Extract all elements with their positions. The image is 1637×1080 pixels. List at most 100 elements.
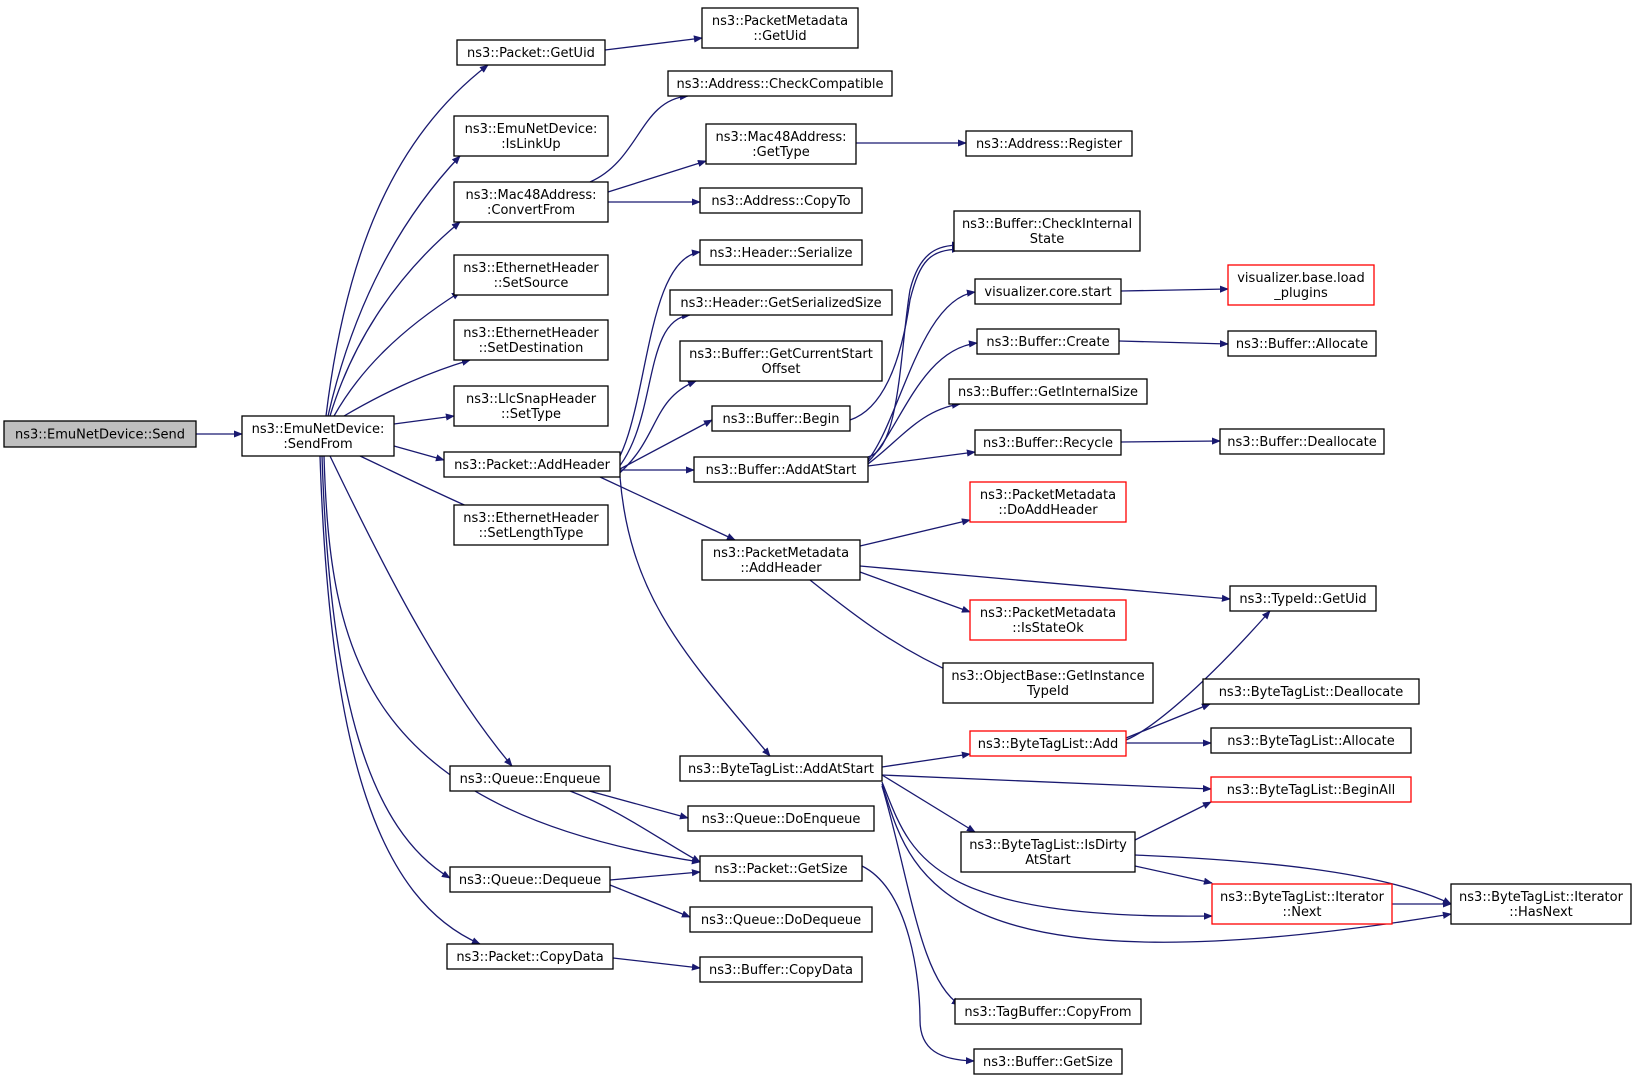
node-setsource[interactable]: ns3::EthernetHeader::SetSource bbox=[453, 254, 609, 296]
node-typeid-getuid[interactable]: ns3::TypeId::GetUid bbox=[1229, 585, 1377, 612]
node-dequeue[interactable]: ns3::Queue::Dequeue bbox=[449, 866, 611, 893]
node-addheader[interactable]: ns3::Packet::AddHeader bbox=[443, 451, 621, 478]
node-vis-start[interactable]: visualizer.core.start bbox=[974, 278, 1122, 305]
node-box[interactable] bbox=[689, 906, 873, 933]
node-pm-getuid[interactable]: ns3::PacketMetadata::GetUid bbox=[701, 7, 859, 49]
node-box[interactable] bbox=[687, 805, 875, 832]
node-box[interactable] bbox=[679, 755, 883, 782]
node-pkt-getuid[interactable]: ns3::Packet::GetUid bbox=[456, 39, 606, 66]
node-btl-iter-hasnext[interactable]: ns3::ByteTagList::Iterator::HasNext bbox=[1450, 883, 1632, 925]
node-box[interactable] bbox=[699, 187, 863, 214]
node-box[interactable] bbox=[1227, 264, 1375, 306]
node-box[interactable] bbox=[960, 831, 1136, 873]
node-tagbuf-copyfrom[interactable]: ns3::TagBuffer::CopyFrom bbox=[954, 998, 1142, 1025]
node-buf-begin[interactable]: ns3::Buffer::Begin bbox=[711, 405, 851, 432]
node-box[interactable] bbox=[3, 420, 197, 448]
node-addr-register[interactable]: ns3::Address::Register bbox=[965, 130, 1133, 157]
node-mac-gettype[interactable]: ns3::Mac48Address::GetType bbox=[705, 123, 857, 165]
node-box[interactable] bbox=[449, 866, 611, 893]
node-send[interactable]: ns3::EmuNetDevice::Send bbox=[3, 420, 197, 448]
node-box[interactable] bbox=[711, 405, 851, 432]
node-isLinkUp[interactable]: ns3::EmuNetDevice::IsLinkUp bbox=[453, 115, 609, 157]
node-box[interactable] bbox=[1211, 883, 1393, 925]
node-q-doenqueue[interactable]: ns3::Queue::DoEnqueue bbox=[687, 805, 875, 832]
node-sendfrom[interactable]: ns3::EmuNetDevice::SendFrom bbox=[241, 415, 395, 457]
node-enqueue[interactable]: ns3::Queue::Enqueue bbox=[449, 765, 611, 792]
node-box[interactable] bbox=[669, 289, 893, 316]
node-box[interactable] bbox=[453, 385, 609, 427]
node-btl-allocate[interactable]: ns3::ByteTagList::Allocate bbox=[1210, 727, 1412, 754]
node-pkt-getsize[interactable]: ns3::Packet::GetSize bbox=[699, 855, 863, 882]
node-btl-iter-next[interactable]: ns3::ByteTagList::Iterator::Next bbox=[1211, 883, 1393, 925]
node-pm-isstateok[interactable]: ns3::PacketMetadata::IsStateOk bbox=[969, 599, 1127, 641]
node-box[interactable] bbox=[942, 662, 1154, 704]
node-buf-deallocate[interactable]: ns3::Buffer::Deallocate bbox=[1219, 428, 1385, 455]
node-box[interactable] bbox=[974, 278, 1122, 305]
node-pm-doaddheader[interactable]: ns3::PacketMetadata::DoAddHeader bbox=[969, 481, 1127, 523]
node-box[interactable] bbox=[1450, 883, 1632, 925]
node-copydata[interactable]: ns3::Packet::CopyData bbox=[446, 943, 614, 970]
node-box[interactable] bbox=[446, 943, 614, 970]
node-box[interactable] bbox=[953, 210, 1141, 252]
node-box[interactable] bbox=[1229, 585, 1377, 612]
node-box[interactable] bbox=[701, 7, 859, 49]
node-box[interactable] bbox=[1210, 776, 1412, 803]
node-q-dodequeue[interactable]: ns3::Queue::DoDequeue bbox=[689, 906, 873, 933]
node-box[interactable] bbox=[241, 415, 395, 457]
node-box[interactable] bbox=[948, 378, 1148, 405]
node-box[interactable] bbox=[965, 130, 1133, 157]
node-checkcompat[interactable]: ns3::Address::CheckCompatible bbox=[667, 70, 893, 97]
node-box[interactable] bbox=[969, 599, 1127, 641]
node-buf-getsize[interactable]: ns3::Buffer::GetSize bbox=[973, 1048, 1123, 1075]
node-llcsettype[interactable]: ns3::LlcSnapHeader::SetType bbox=[453, 385, 609, 427]
node-addr-copyto[interactable]: ns3::Address::CopyTo bbox=[699, 187, 863, 214]
node-convertfrom[interactable]: ns3::Mac48Address::ConvertFrom bbox=[453, 181, 609, 223]
node-box[interactable] bbox=[667, 70, 893, 97]
node-box[interactable] bbox=[453, 115, 609, 157]
node-box[interactable] bbox=[974, 429, 1122, 456]
node-box[interactable] bbox=[693, 456, 869, 483]
node-box[interactable] bbox=[701, 539, 861, 581]
node-box[interactable] bbox=[699, 855, 863, 882]
node-box[interactable] bbox=[1202, 678, 1420, 705]
node-box[interactable] bbox=[954, 998, 1142, 1025]
node-pm-addheader[interactable]: ns3::PacketMetadata::AddHeader bbox=[701, 539, 861, 581]
node-btl-beginall[interactable]: ns3::ByteTagList::BeginAll bbox=[1210, 776, 1412, 803]
node-setlentype[interactable]: ns3::EthernetHeader::SetLengthType bbox=[453, 504, 609, 546]
node-box[interactable] bbox=[453, 254, 609, 296]
node-btl-add[interactable]: ns3::ByteTagList::Add bbox=[969, 730, 1127, 757]
node-buf-recycle[interactable]: ns3::Buffer::Recycle bbox=[974, 429, 1122, 456]
node-vis-loadplugins[interactable]: visualizer.base.load_plugins bbox=[1227, 264, 1375, 306]
node-box[interactable] bbox=[699, 956, 863, 983]
node-box[interactable] bbox=[443, 451, 621, 478]
node-buf-addatstart[interactable]: ns3::Buffer::AddAtStart bbox=[693, 456, 869, 483]
node-buf-create[interactable]: ns3::Buffer::Create bbox=[976, 328, 1120, 355]
node-hdr-serialize[interactable]: ns3::Header::Serialize bbox=[699, 239, 863, 266]
node-box[interactable] bbox=[456, 39, 606, 66]
node-buf-getinternalsize[interactable]: ns3::Buffer::GetInternalSize bbox=[948, 378, 1148, 405]
node-buf-allocate[interactable]: ns3::Buffer::Allocate bbox=[1227, 330, 1377, 357]
node-box[interactable] bbox=[1210, 727, 1412, 754]
node-box[interactable] bbox=[699, 239, 863, 266]
node-box[interactable] bbox=[976, 328, 1120, 355]
node-box[interactable] bbox=[453, 504, 609, 546]
node-btl-addatstart[interactable]: ns3::ByteTagList::AddAtStart bbox=[679, 755, 883, 782]
node-box[interactable] bbox=[705, 123, 857, 165]
node-setdest[interactable]: ns3::EthernetHeader::SetDestination bbox=[453, 319, 609, 361]
node-box[interactable] bbox=[449, 765, 611, 792]
node-box[interactable] bbox=[973, 1048, 1123, 1075]
node-box[interactable] bbox=[969, 481, 1127, 523]
node-box[interactable] bbox=[679, 340, 883, 382]
node-hdr-getsize[interactable]: ns3::Header::GetSerializedSize bbox=[669, 289, 893, 316]
node-buf-copydata[interactable]: ns3::Buffer::CopyData bbox=[699, 956, 863, 983]
node-box[interactable] bbox=[453, 319, 609, 361]
node-btl-deallocate[interactable]: ns3::ByteTagList::Deallocate bbox=[1202, 678, 1420, 705]
node-box[interactable] bbox=[1219, 428, 1385, 455]
node-box[interactable] bbox=[1227, 330, 1377, 357]
node-box[interactable] bbox=[969, 730, 1127, 757]
node-box[interactable] bbox=[453, 181, 609, 223]
